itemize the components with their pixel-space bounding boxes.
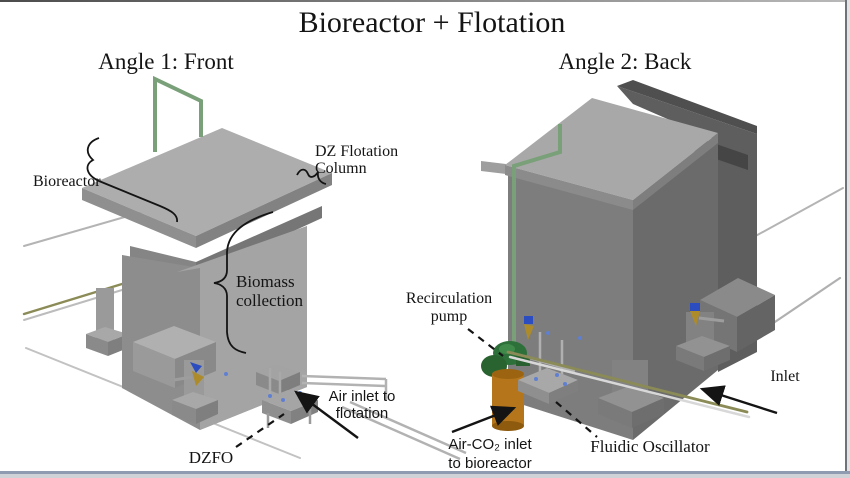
front-air-piping — [301, 374, 467, 461]
back-green-pipe — [512, 124, 562, 348]
front-view — [22, 75, 467, 461]
air-co2-inlet-label: Air-CO₂ inlet to bioreactor — [448, 436, 532, 472]
slide-border-bottom-outer — [0, 474, 850, 478]
biomass-brace — [213, 211, 274, 354]
bioreactor-label: Bioreactor — [33, 173, 101, 190]
front-valve-brass-body — [192, 371, 204, 386]
page-title: Bioreactor + Flotation — [298, 6, 566, 39]
air-cylinder — [492, 369, 524, 431]
slide-border-top — [0, 0, 850, 2]
recirculation-pump-label: Recirculation pump — [405, 290, 493, 325]
dzfo-label: DZFO — [188, 448, 234, 467]
dz-column-squiggle — [296, 168, 327, 185]
back-view-heading: Angle 2: Back — [558, 49, 692, 74]
inlet-label: Inlet — [770, 368, 800, 385]
front-valve-blue-handle — [190, 362, 202, 373]
fluidic-leader-dashed — [555, 401, 598, 438]
bioreactor-brace — [86, 137, 178, 223]
biomass-collection-label: Biomass collection — [236, 272, 304, 310]
air-inlet-flotation-arrow — [294, 390, 359, 439]
front-center-leg — [172, 360, 218, 424]
dz-flotation-column-label: DZ Flotation Column — [315, 143, 399, 177]
front-right-foot — [256, 364, 300, 394]
front-view-heading: Angle 1: Front — [98, 49, 234, 74]
slide-border-bottom — [0, 471, 850, 474]
air-co2-arrow — [451, 405, 517, 434]
fluidic-oscillator-label: Fluidic Oscillator — [590, 437, 710, 456]
dzfo-leader-dashed — [235, 413, 285, 448]
back-pipe-valve — [524, 316, 582, 340]
front-lid — [82, 128, 332, 248]
back-lid — [481, 98, 718, 210]
slide-border-right — [845, 0, 847, 478]
front-green-pipe — [153, 75, 203, 152]
slide-border-right-outer — [847, 0, 850, 478]
air-inlet-flotation-label: Air inlet to flotation — [328, 388, 396, 422]
back-valve — [690, 303, 725, 326]
inlet-arrow — [699, 385, 778, 415]
back-view — [451, 80, 844, 440]
